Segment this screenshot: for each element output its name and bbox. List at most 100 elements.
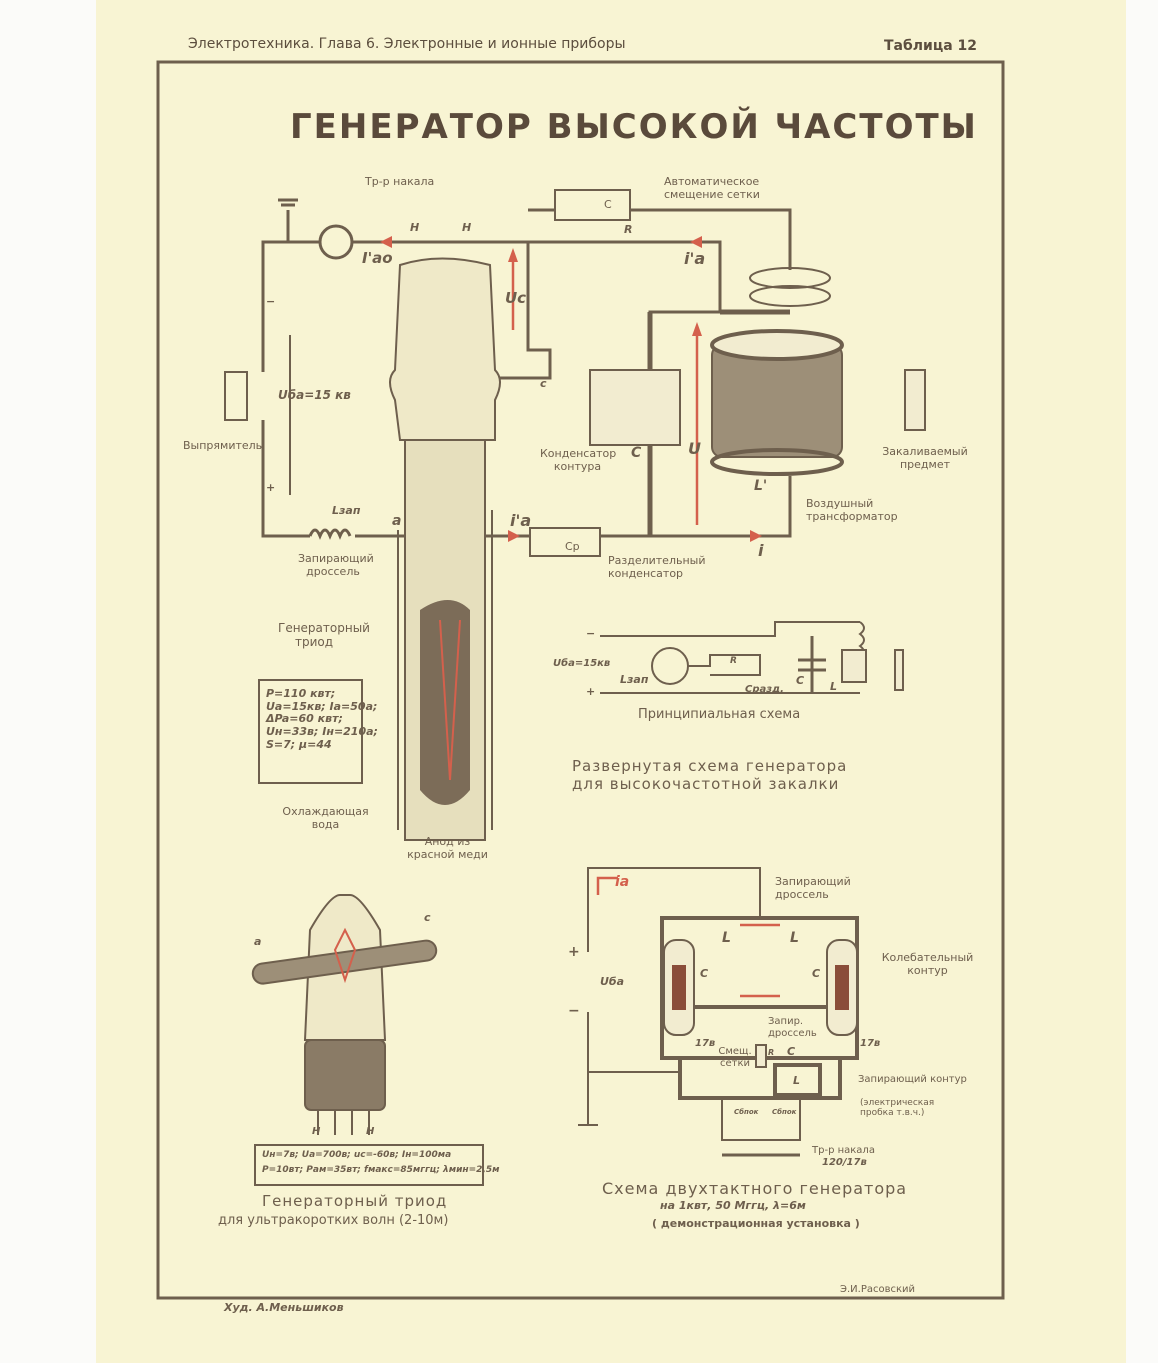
- pp-d1: 17в: [695, 1038, 716, 1049]
- label-cp: Cр: [565, 540, 580, 553]
- uhf-triode-drawing: [251, 894, 438, 1135]
- pp-c1: C: [700, 967, 709, 980]
- label-cooling-water: Охлаждающая вода: [282, 805, 369, 831]
- uhf-label-a: a: [254, 935, 262, 948]
- poster-sheet: [96, 0, 1126, 1363]
- bias-box: [554, 189, 631, 221]
- pp-choke-top: Запирающий дроссель: [775, 875, 851, 901]
- label-u: U: [688, 439, 701, 458]
- label-h2: Н: [462, 221, 472, 234]
- principle-c-razd: Cразд.: [745, 684, 784, 695]
- label-bias-c: C: [604, 198, 612, 211]
- pp-tank: Колебательный контур: [881, 951, 974, 977]
- pp-fil-ratio: 120/17в: [822, 1157, 867, 1168]
- principle-l: L: [830, 680, 838, 693]
- main-circuit-wires: [261, 198, 792, 538]
- generator-triode-bulb: [389, 257, 501, 441]
- tank-capacitor: [589, 369, 681, 446]
- principle-schematic: [600, 621, 904, 694]
- uhf-label-h2: Н: [366, 1126, 375, 1137]
- work-coil-2: [749, 285, 831, 307]
- footer-author: Э.И.Расовский: [840, 1284, 916, 1295]
- label-grid-c: c: [540, 377, 547, 390]
- pp-caption-line1: Схема двухтактного генератора: [602, 1179, 908, 1198]
- label-choke: Запирающий дроссель: [298, 552, 374, 578]
- label-i-a-bottom: i'a: [510, 511, 532, 530]
- label-anode-a: a: [392, 513, 402, 529]
- poster-title: ГЕНЕРАТОР ВЫСОКОЙ ЧАСТОТЫ: [290, 107, 978, 147]
- label-tank-c: C: [631, 445, 642, 461]
- label-i-a-top: i'a: [684, 249, 706, 268]
- header-table-number: Таблица 12: [884, 38, 978, 54]
- pp-trap: Запирающий контур: [858, 1074, 967, 1085]
- pp-l: L: [793, 1074, 801, 1087]
- blocking-capacitor-box: [529, 527, 601, 557]
- header-chapter: Электротехника. Глава 6. Электронные и и…: [188, 36, 626, 52]
- pp-c-block1: Cбпок: [734, 1108, 759, 1116]
- uhf-caption-line2: для ультракоротких волн (2-10м): [218, 1213, 449, 1228]
- principle-l-zap: Lзап: [620, 673, 649, 686]
- workpiece-rod: [904, 369, 926, 431]
- principle-c: C: [796, 674, 805, 687]
- pp-c-block2: Cбпок: [772, 1108, 797, 1116]
- label-u-c: Uс: [505, 289, 527, 307]
- label-filament-transformer: Тр-р накала: [365, 175, 435, 188]
- ammeter-icon: [318, 224, 354, 260]
- label-l-zap: Lзап: [332, 504, 361, 517]
- pp-caption-line3: ( демонстрационная установка ): [652, 1217, 860, 1230]
- label-i-a0: I'ао: [362, 249, 393, 267]
- label-minus: −: [266, 295, 276, 308]
- label-tank-cap: Конденсатор контура: [540, 447, 617, 473]
- footer-artist: Худ. А.Меньшиков: [224, 1301, 344, 1314]
- label-i: i: [758, 541, 764, 560]
- rectifier-box: [224, 371, 248, 421]
- expanded-caption-line2: для высокочастотной закалки: [572, 775, 840, 793]
- label-blocking-cap: Разделительный конденсатор: [608, 554, 706, 580]
- expanded-caption-line1: Развернутая схема генератора: [572, 757, 848, 775]
- principle-label: Принципиальная схема: [638, 707, 801, 722]
- principle-r: R: [730, 656, 737, 666]
- pp-choke-mid: Запир. дроссель: [768, 1016, 817, 1039]
- pp-r: R: [768, 1048, 775, 1057]
- principle-u-ba: Uба=15кв: [553, 658, 611, 669]
- pp-l1: L: [722, 930, 731, 946]
- pp-l2: L: [790, 930, 799, 946]
- label-bias-r: R: [624, 223, 633, 236]
- label-h1: Н: [410, 221, 420, 234]
- uhf-param: P=10вт; Pам=35вт; fмакс=85мггц; λмин=2,5…: [262, 1165, 500, 1175]
- label-l-prime: L': [754, 478, 768, 494]
- principle-plus: +: [586, 685, 596, 698]
- params-box: [258, 679, 363, 784]
- label-u-ba: Uба=15 кв: [278, 388, 351, 402]
- label-plus: +: [266, 481, 276, 494]
- label-generator-triode: Генераторный триод: [278, 621, 370, 649]
- pp-trap-note: (электрическая пробка т.в.ч.): [860, 1098, 935, 1119]
- triode-param: Ua=15кв; Ia=50a;: [266, 699, 378, 713]
- uhf-label-h1: Н: [312, 1126, 321, 1137]
- label-workpiece: Закаливаемый предмет: [882, 445, 968, 471]
- triode-params: P=110 квт; Ua=15кв; Ia=50a; ΔPa=60 квт; …: [266, 687, 378, 751]
- pp-u-ba: Uба: [600, 975, 625, 988]
- pp-minus: −: [568, 1003, 580, 1019]
- uhf-label-c: c: [424, 911, 431, 924]
- label-anode-copper: Анод из красной меди: [407, 835, 488, 861]
- triode-param: S=7; μ=44: [266, 737, 332, 751]
- principle-minus: −: [586, 627, 596, 640]
- pp-i-a: ia: [615, 874, 630, 890]
- uhf-caption-line1: Генераторный триод: [262, 1192, 448, 1210]
- pp-caption-line2: на 1квт, 50 Мггц, λ=6м: [660, 1199, 806, 1212]
- triode-param: Uн=33в; Iн=210a;: [266, 724, 378, 738]
- label-air-transformer: Воздушный трансформатор: [806, 497, 898, 523]
- pp-c2: C: [812, 967, 821, 980]
- work-coil-1: [749, 267, 831, 289]
- pp-c: C: [787, 1045, 796, 1058]
- label-rectifier: Выпрямитель: [183, 439, 263, 452]
- pp-fil-tr: Тр-р накала: [812, 1145, 875, 1156]
- pp-grid-bias: Смещ. сетки: [718, 1046, 752, 1069]
- choke-coil: [308, 528, 352, 540]
- triode-param: ΔPa=60 квт;: [266, 712, 343, 726]
- label-auto-bias: Автоматическое смещение сетки: [664, 175, 760, 201]
- uhf-params-box: [254, 1144, 484, 1186]
- air-transformer: [711, 344, 843, 458]
